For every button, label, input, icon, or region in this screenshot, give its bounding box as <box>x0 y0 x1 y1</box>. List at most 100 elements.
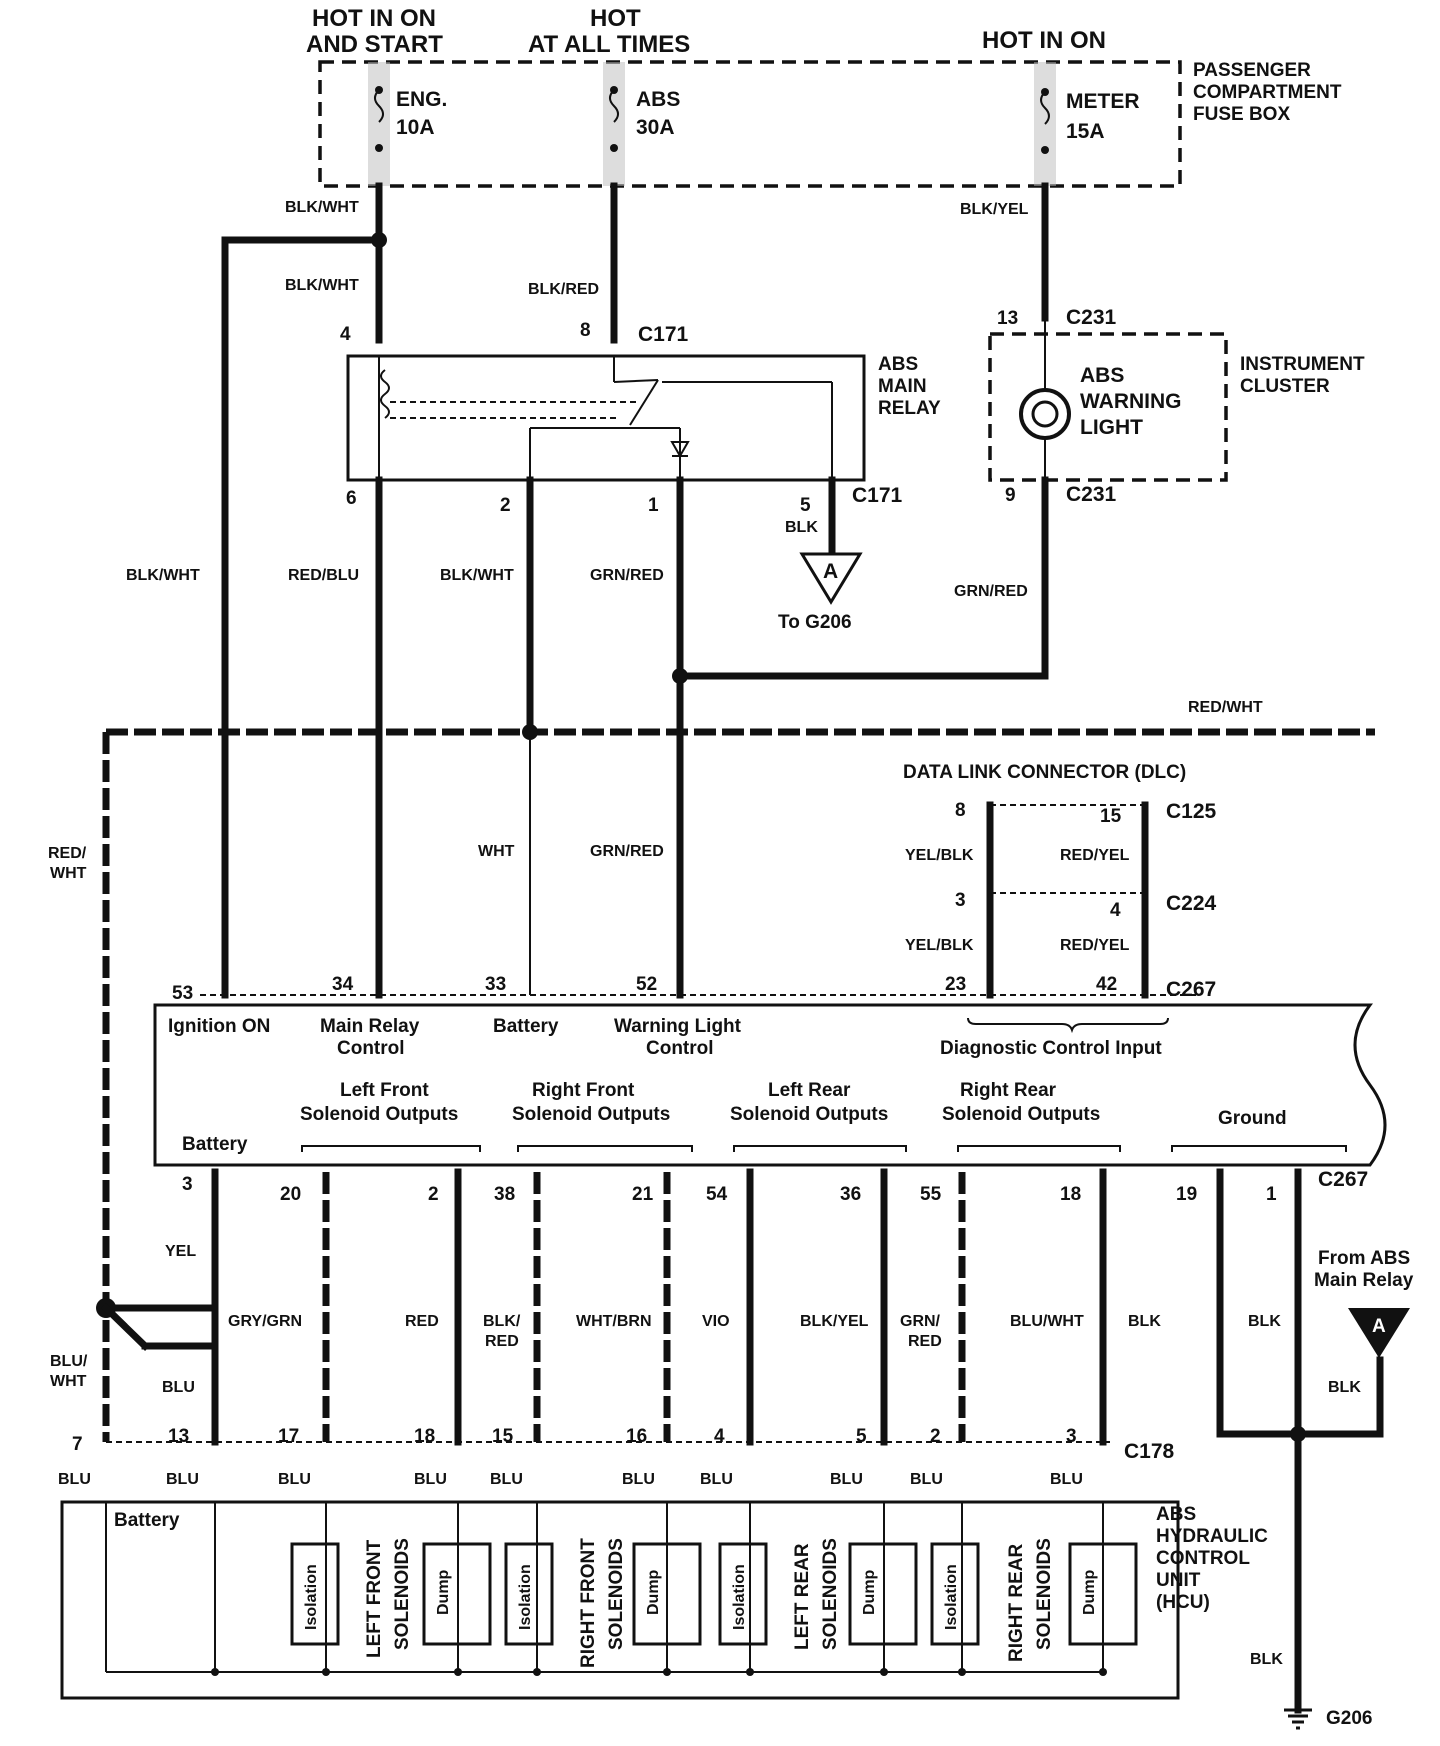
warning-light-bulb-icon <box>1019 388 1071 440</box>
rf-dump: Dump <box>645 1569 662 1615</box>
dlc-conn-c267: C267 <box>1166 978 1216 1001</box>
fuse-box-outline <box>318 60 1182 188</box>
wire-label-blu-4: BLU <box>278 1471 311 1488</box>
cluster-conn-bottom: C231 <box>1066 483 1117 506</box>
wire-label-blk-3: BLK <box>1248 1313 1281 1330</box>
wire-label-blk-5: BLK <box>1250 1651 1283 1668</box>
rf-label-2: SOLENOIDS <box>606 1538 627 1650</box>
dlc-pin-4: 4 <box>1110 900 1121 921</box>
lr-label-2: SOLENOIDS <box>820 1538 841 1650</box>
relay-pin-1: 1 <box>648 495 659 516</box>
hcu-label-4: UNIT <box>1156 1570 1201 1591</box>
hcu-label-2: HYDRAULIC <box>1156 1526 1268 1547</box>
cluster-pin-13: 13 <box>997 308 1018 329</box>
dlc-pin-8: 8 <box>955 800 966 821</box>
wire-label-blu-10: BLU <box>910 1471 943 1488</box>
ecu-bpin-38: 38 <box>494 1184 515 1205</box>
hcu-conn: C178 <box>1124 1440 1175 1463</box>
relay-label-2: MAIN <box>878 376 927 397</box>
hcu-pin-16: 16 <box>626 1426 647 1447</box>
wire-label-red-yel-2: RED/YEL <box>1060 937 1130 954</box>
ecu-pin-53: 53 <box>172 983 193 1004</box>
lr-solenoids: Isolation Dump LEFT REAR SOLENOIDS <box>718 1502 918 1676</box>
wire-label-blk-yel: BLK/YEL <box>960 201 1029 218</box>
lf-isolation: Isolation <box>303 1564 320 1630</box>
wire-label-grn-red-b: RED <box>908 1333 942 1350</box>
fuse-abs-name: ABS <box>636 88 680 111</box>
wire-label-blu-9: BLU <box>830 1471 863 1488</box>
ecu-bpin-2: 2 <box>428 1184 439 1205</box>
dlc-pin-23: 23 <box>945 974 966 995</box>
ground-ref-a-icon <box>799 552 863 605</box>
ecu-pin-52: 52 <box>636 974 657 995</box>
dlc-title: DATA LINK CONNECTOR (DLC) <box>903 762 1186 783</box>
wire-label-grn-red-a: GRN/ <box>900 1313 941 1330</box>
hcu-pin-3: 3 <box>1066 1426 1077 1447</box>
wire-label-blu-8: BLU <box>700 1471 733 1488</box>
ecu-conn-bottom: C267 <box>1318 1168 1368 1191</box>
cluster-label-2: CLUSTER <box>1240 376 1330 397</box>
fuse-abs-icon <box>609 89 619 123</box>
ecu-box <box>153 1003 1387 1167</box>
ecu-battery2: Battery <box>182 1134 248 1155</box>
fuse-meter-amp: 15A <box>1066 120 1105 143</box>
dlc-conn-c224: C224 <box>1166 892 1217 915</box>
wire-label-red-blu: RED/BLU <box>288 567 359 584</box>
hcu-pin-4: 4 <box>714 1426 725 1447</box>
ground-ref-a-letter: A <box>823 560 838 583</box>
dlc-pin-15: 15 <box>1100 806 1122 827</box>
hcu-pin-13: 13 <box>168 1426 189 1447</box>
relay-pin-8: 8 <box>580 320 591 341</box>
wire-label-wht-brn: WHT/BRN <box>576 1313 652 1330</box>
hcu-pin-15: 15 <box>492 1426 514 1447</box>
hot-start-label-1: HOT IN ON <box>312 5 436 32</box>
hcu-pin-5: 5 <box>856 1426 867 1447</box>
rf-isolation: Isolation <box>517 1564 534 1630</box>
wire-label-blk-red-a: BLK/ <box>483 1313 521 1330</box>
hot-all-label-1: HOT <box>590 5 641 32</box>
relay-coil-icon <box>380 369 390 419</box>
ground-symbol-icon <box>1284 1708 1312 1730</box>
cluster-conn-top: C231 <box>1066 306 1117 329</box>
ecu-main-relay-2: Control <box>337 1038 405 1059</box>
ground-ref-a-from-icon <box>1348 1308 1410 1358</box>
wire-label-vio: VIO <box>702 1313 730 1330</box>
wire-label-blk-yel-2: BLK/YEL <box>800 1313 869 1330</box>
wire-label-blu-11: BLU <box>1050 1471 1083 1488</box>
relay-pin-2: 2 <box>500 495 511 516</box>
dlc-pin-3: 3 <box>955 890 966 911</box>
wire-label-red-wht-b: WHT <box>50 865 87 882</box>
ecu-pin-33: 33 <box>485 974 506 995</box>
wire-label-red-wht-1: RED/WHT <box>1188 699 1263 716</box>
wire-label-grn-red-1: GRN/RED <box>590 567 664 584</box>
relay-diode-icon <box>670 441 690 459</box>
instrument-cluster-outline <box>988 332 1228 482</box>
wire-label-blk-2: BLK <box>1128 1313 1161 1330</box>
splice-grn-red <box>672 668 688 684</box>
relay-label-1: ABS <box>878 354 918 375</box>
splice-ground <box>1290 1426 1306 1442</box>
rf-label-1: RIGHT FRONT <box>578 1538 599 1668</box>
dlc-pin-42: 42 <box>1096 974 1117 995</box>
ecu-rr-2: Solenoid Outputs <box>942 1104 1100 1125</box>
wire-label-wht: WHT <box>478 843 515 860</box>
wire-label-blk-red: BLK/RED <box>528 281 599 298</box>
rr-dump: Dump <box>1081 1569 1098 1615</box>
wire-label-blu-6: BLU <box>490 1471 523 1488</box>
fuse-abs-amp: 30A <box>636 116 675 139</box>
wire-label-blk-1: BLK <box>785 519 818 536</box>
ecu-lr-1: Left Rear <box>768 1080 851 1101</box>
ecu-rf-1: Right Front <box>532 1080 635 1101</box>
wire-label-yel-blk-2: YEL/BLK <box>905 937 974 954</box>
wire-label-blu-wht-a: BLU/ <box>50 1353 88 1370</box>
wire-label-blk-wht-1: BLK/WHT <box>285 199 359 216</box>
dlc-conn-c125: C125 <box>1166 800 1217 823</box>
hcu-pin-2: 2 <box>930 1426 941 1447</box>
ecu-bpin-3: 3 <box>182 1174 193 1195</box>
wire-label-blk-wht-2: BLK/WHT <box>285 277 359 294</box>
from-abs-label-1: From ABS <box>1318 1248 1410 1269</box>
lf-dump: Dump <box>435 1569 452 1615</box>
lf-label-2: SOLENOIDS <box>392 1538 413 1650</box>
ecu-lf-2: Solenoid Outputs <box>300 1104 458 1125</box>
ecu-bpin-21: 21 <box>632 1184 654 1205</box>
